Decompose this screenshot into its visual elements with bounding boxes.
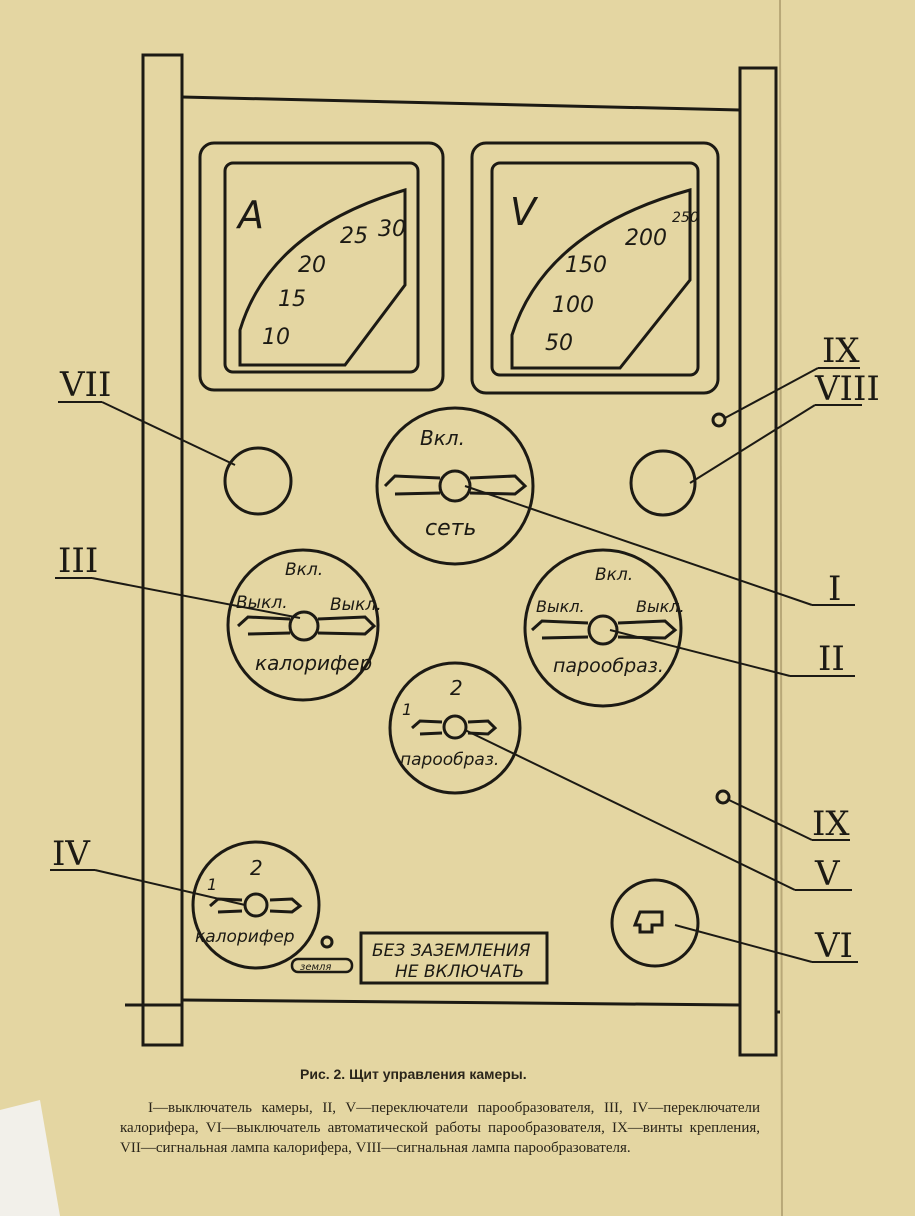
figure-caption: Рис. 2. Щит управления камеры. xyxy=(300,1066,527,1082)
callouts xyxy=(50,367,862,963)
right-rail xyxy=(738,66,778,1057)
svg-text:V: V xyxy=(814,854,841,894)
torn-corner xyxy=(0,1100,60,1216)
svg-text:калорифер: калорифер xyxy=(195,927,295,947)
heater-signal-lamp xyxy=(223,446,293,516)
svg-text:Вкл.: Вкл. xyxy=(420,426,465,450)
svg-text:БЕЗ ЗАЗЕМЛЕНИЯ: БЕЗ ЗАЗЕМЛЕНИЯ xyxy=(372,941,531,961)
svg-text:IX: IX xyxy=(812,804,850,844)
steam-generator-switch[interactable]: Вкл. Выкл. Выкл. парообраз. xyxy=(523,548,685,708)
svg-text:2: 2 xyxy=(250,856,263,880)
svg-text:15: 15 xyxy=(278,287,306,312)
svg-text:сеть: сеть xyxy=(425,516,476,541)
svg-text:Вкл.: Вкл. xyxy=(595,565,633,585)
network-switch[interactable]: Вкл. сеть xyxy=(375,406,535,566)
paper-fold xyxy=(779,0,783,1216)
svg-text:20: 20 xyxy=(298,253,326,278)
svg-text:50: 50 xyxy=(545,331,573,356)
figure-legend: I—выключатель камеры, II, V—переключател… xyxy=(120,1100,760,1156)
svg-text:Выкл.: Выкл. xyxy=(636,597,685,616)
svg-text:VI: VI xyxy=(814,926,853,966)
heater-mode-switch[interactable]: 2 1 калорифер xyxy=(191,840,321,970)
svg-text:II: II xyxy=(818,639,845,679)
svg-text:IV: IV xyxy=(52,834,91,874)
left-rail xyxy=(141,53,184,1047)
mounting-screw-icon xyxy=(711,412,727,428)
voltmeter: V 50 100 150 200 250 xyxy=(470,141,720,395)
svg-text:парообраз.: парообраз. xyxy=(400,750,499,770)
svg-text:Вкл.: Вкл. xyxy=(285,560,323,580)
warning-plate: БЕЗ ЗАЗЕМЛЕНИЯ НЕ ВКЛЮЧАТЬ xyxy=(359,931,549,985)
ground-label-plate xyxy=(290,957,354,974)
ammeter-unit: A xyxy=(235,193,264,237)
svg-text:I: I xyxy=(828,569,841,609)
svg-text:VIII: VIII xyxy=(814,369,880,409)
svg-text:25: 25 xyxy=(340,224,368,249)
svg-text:калорифер: калорифер xyxy=(255,651,372,675)
top-edge xyxy=(181,95,741,112)
svg-text:НЕ ВКЛЮЧАТЬ: НЕ ВКЛЮЧАТЬ xyxy=(395,962,524,982)
svg-text:VII: VII xyxy=(59,365,111,405)
svg-text:2: 2 xyxy=(450,676,463,700)
ground-terminal-icon xyxy=(320,935,334,949)
voltmeter-unit: V xyxy=(510,190,539,234)
svg-text:земля: земля xyxy=(300,962,331,973)
steam-mode-switch[interactable]: 2 1 парообраз. xyxy=(388,661,522,795)
svg-text:парообраз.: парообраз. xyxy=(553,655,664,677)
heater-switch[interactable]: Вкл. Выкл. Выкл. калорифер xyxy=(226,548,382,702)
svg-text:1: 1 xyxy=(207,875,217,894)
svg-text:100: 100 xyxy=(552,293,594,318)
svg-text:Выкл.: Выкл. xyxy=(330,595,382,615)
svg-text:Выкл.: Выкл. xyxy=(536,597,585,616)
svg-text:1: 1 xyxy=(402,700,412,719)
svg-text:III: III xyxy=(58,541,98,581)
svg-text:10: 10 xyxy=(262,325,290,350)
mounting-screw-icon xyxy=(715,789,731,805)
bottom-edge xyxy=(181,998,741,1007)
svg-text:200: 200 xyxy=(625,226,667,251)
svg-text:150: 150 xyxy=(565,253,607,278)
ammeter: A 10 15 20 25 30 xyxy=(198,141,445,392)
auto-mode-switch[interactable] xyxy=(610,878,700,968)
svg-text:250: 250 xyxy=(672,210,699,226)
steam-signal-lamp xyxy=(629,449,697,517)
svg-text:30: 30 xyxy=(378,217,406,242)
svg-text:IX: IX xyxy=(822,331,860,371)
